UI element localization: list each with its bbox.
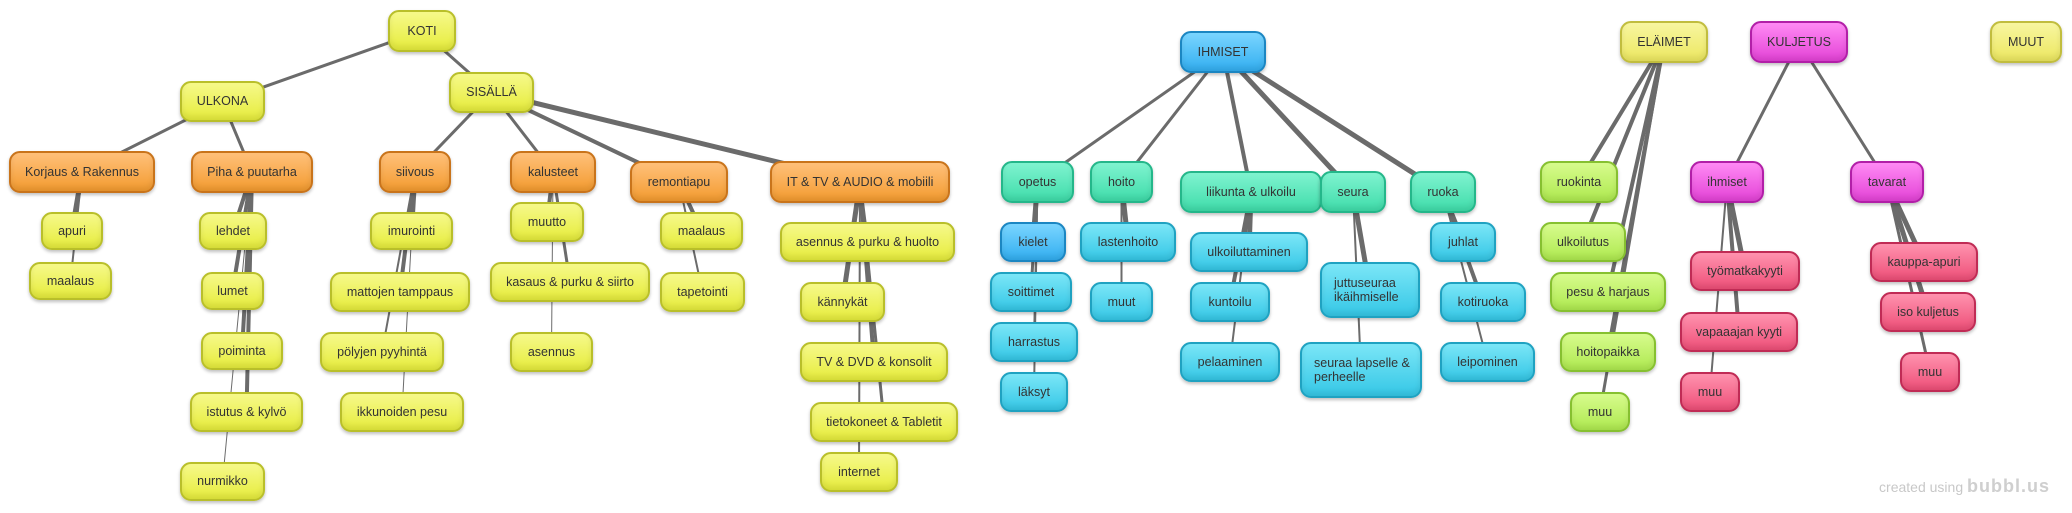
link-elaimet-ruokinta (1577, 40, 1666, 184)
node-poiminta[interactable]: poiminta (201, 332, 283, 370)
node-korjaus-rakennus[interactable]: Korjaus & Rakennus (9, 151, 155, 193)
node-laksyt[interactable]: läksyt (1000, 372, 1068, 412)
node-apuri[interactable]: apuri (41, 212, 103, 250)
node-elaimet[interactable]: ELÄIMET (1620, 21, 1708, 63)
node-kauppa-apuri[interactable]: kauppa-apuri (1870, 242, 1978, 282)
node-kuljetus[interactable]: KULJETUS (1750, 21, 1848, 63)
node-kuljetus-ihmiset[interactable]: ihmiset (1690, 161, 1764, 203)
node-kannykat[interactable]: kännykät (800, 282, 885, 322)
node-ikkunoiden-pesu[interactable]: ikkunoiden pesu (340, 392, 464, 432)
node-pelaaminen[interactable]: pelaaminen (1180, 342, 1280, 382)
node-kotiruoka[interactable]: kotiruoka (1440, 282, 1526, 322)
node-soittimet[interactable]: soittimet (990, 272, 1072, 312)
node-tavarat[interactable]: tavarat (1850, 161, 1924, 203)
node-muu-kuljetus-ihmiset[interactable]: muu (1680, 372, 1740, 412)
node-leipominen[interactable]: leipominen (1440, 342, 1535, 382)
link-kuljetus-tavarat (1797, 40, 1889, 184)
node-ruokinta[interactable]: ruokinta (1540, 161, 1618, 203)
node-tapetointi[interactable]: tapetointi (660, 272, 745, 312)
node-piha-puutarha[interactable]: Piha & puutarha (191, 151, 313, 193)
link-liikunta-pelaaminen (1229, 191, 1252, 363)
node-kuntoilu[interactable]: kuntoilu (1190, 282, 1270, 322)
node-ulkoiluttaminen[interactable]: ulkoiluttaminen (1190, 232, 1308, 272)
node-istutus-kylvo[interactable]: istutus & kylvö (190, 392, 303, 432)
link-ihmiset-liikunta (1221, 50, 1253, 194)
node-pesu-harjaus[interactable]: pesu & harjaus (1550, 272, 1666, 312)
node-hoitopaikka[interactable]: hoitopaikka (1560, 332, 1656, 372)
node-lumet[interactable]: lumet (201, 272, 264, 310)
link-ihmiset-ruoka (1220, 49, 1446, 195)
node-seuraa-lapselle-perheelle[interactable]: seuraa lapselle & perheelle (1300, 342, 1422, 398)
node-muu-tavarat[interactable]: muu (1900, 352, 1960, 392)
watermark-prefix: created using (1879, 479, 1964, 495)
node-remontiapu[interactable]: remontiapu (630, 161, 728, 203)
node-ulkoilutus[interactable]: ulkoilutus (1540, 222, 1626, 262)
node-koti[interactable]: KOTI (388, 10, 456, 52)
link-kuljetus-kihmiset (1725, 40, 1801, 184)
node-ruoka[interactable]: ruoka (1410, 171, 1476, 213)
node-lastenhoito[interactable]: lastenhoito (1080, 222, 1176, 262)
node-asennus-purku-huolto[interactable]: asennus & purku & huolto (780, 222, 955, 262)
node-muut[interactable]: muut (1090, 282, 1153, 322)
node-it-tv-audio-mobiili[interactable]: IT & TV & AUDIO & mobiili (770, 161, 950, 203)
node-tv-dvd-konsolit[interactable]: TV & DVD & konsolit (800, 342, 948, 382)
node-internet[interactable]: internet (820, 452, 898, 492)
node-maalaus[interactable]: maalaus (29, 262, 112, 300)
node-kielet[interactable]: kielet (1000, 222, 1066, 262)
node-muut[interactable]: MUUT (1990, 21, 2062, 63)
node-muutto[interactable]: muutto (510, 202, 584, 242)
node-kalusteet[interactable]: kalusteet (510, 151, 596, 193)
node-tietokoneet-tabletit[interactable]: tietokoneet & Tabletit (810, 402, 958, 442)
node-ihmiset[interactable]: IHMISET (1180, 31, 1266, 73)
node-mattojen-tamppaus[interactable]: mattojen tamppaus (330, 272, 470, 312)
node-juhlat[interactable]: juhlat (1430, 222, 1496, 262)
node-opetus[interactable]: opetus (1001, 161, 1074, 203)
node-ulkona[interactable]: ULKONA (180, 81, 265, 122)
node-vapaaajan-kyyti[interactable]: vapaaajan kyyti (1680, 312, 1798, 352)
node-muu-elaimet[interactable]: muu (1570, 392, 1630, 432)
node-harrastus[interactable]: harrastus (990, 322, 1078, 362)
node-siivous[interactable]: siivous (379, 151, 451, 193)
node-juttuseuraa-ikaihmiselle[interactable]: juttuseuraa ikäihmiselle (1320, 262, 1420, 318)
link-ruoka-leipominen (1442, 191, 1489, 363)
watermark: created using bubbl.us (1879, 476, 2050, 497)
node-maalaus-2[interactable]: maalaus (660, 212, 743, 250)
watermark-brand: bubbl.us (1967, 476, 2050, 496)
node-imurointi[interactable]: imurointi (370, 212, 453, 250)
link-ihmiset-opetus (1036, 50, 1225, 184)
node-kasaus-purku-siirto[interactable]: kasaus & purku & siirto (490, 262, 650, 302)
link-siivous-polyjen (381, 171, 416, 353)
node-polyjen-pyyhinta[interactable]: pölyjen pyyhintä (320, 332, 444, 372)
link-ihmiset-hoito (1120, 50, 1225, 184)
node-lehdet[interactable]: lehdet (199, 212, 267, 250)
node-iso-kuljetus[interactable]: iso kuljetus (1880, 292, 1976, 332)
link-ihmiset-seura (1220, 49, 1356, 195)
node-sisalla[interactable]: SISÄLLÄ (449, 72, 534, 113)
node-asennus[interactable]: asennus (510, 332, 593, 372)
node-nurmikko[interactable]: nurmikko (180, 462, 265, 501)
link-elaimet-ulkoilutus (1581, 40, 1666, 244)
node-liikunta-ulkoilu[interactable]: liikunta & ulkoilu (1180, 171, 1322, 213)
node-seura[interactable]: seura (1320, 171, 1386, 213)
node-hoito[interactable]: hoito (1090, 161, 1153, 203)
node-tyomatkakyyti[interactable]: työmatkakyyti (1690, 251, 1800, 291)
